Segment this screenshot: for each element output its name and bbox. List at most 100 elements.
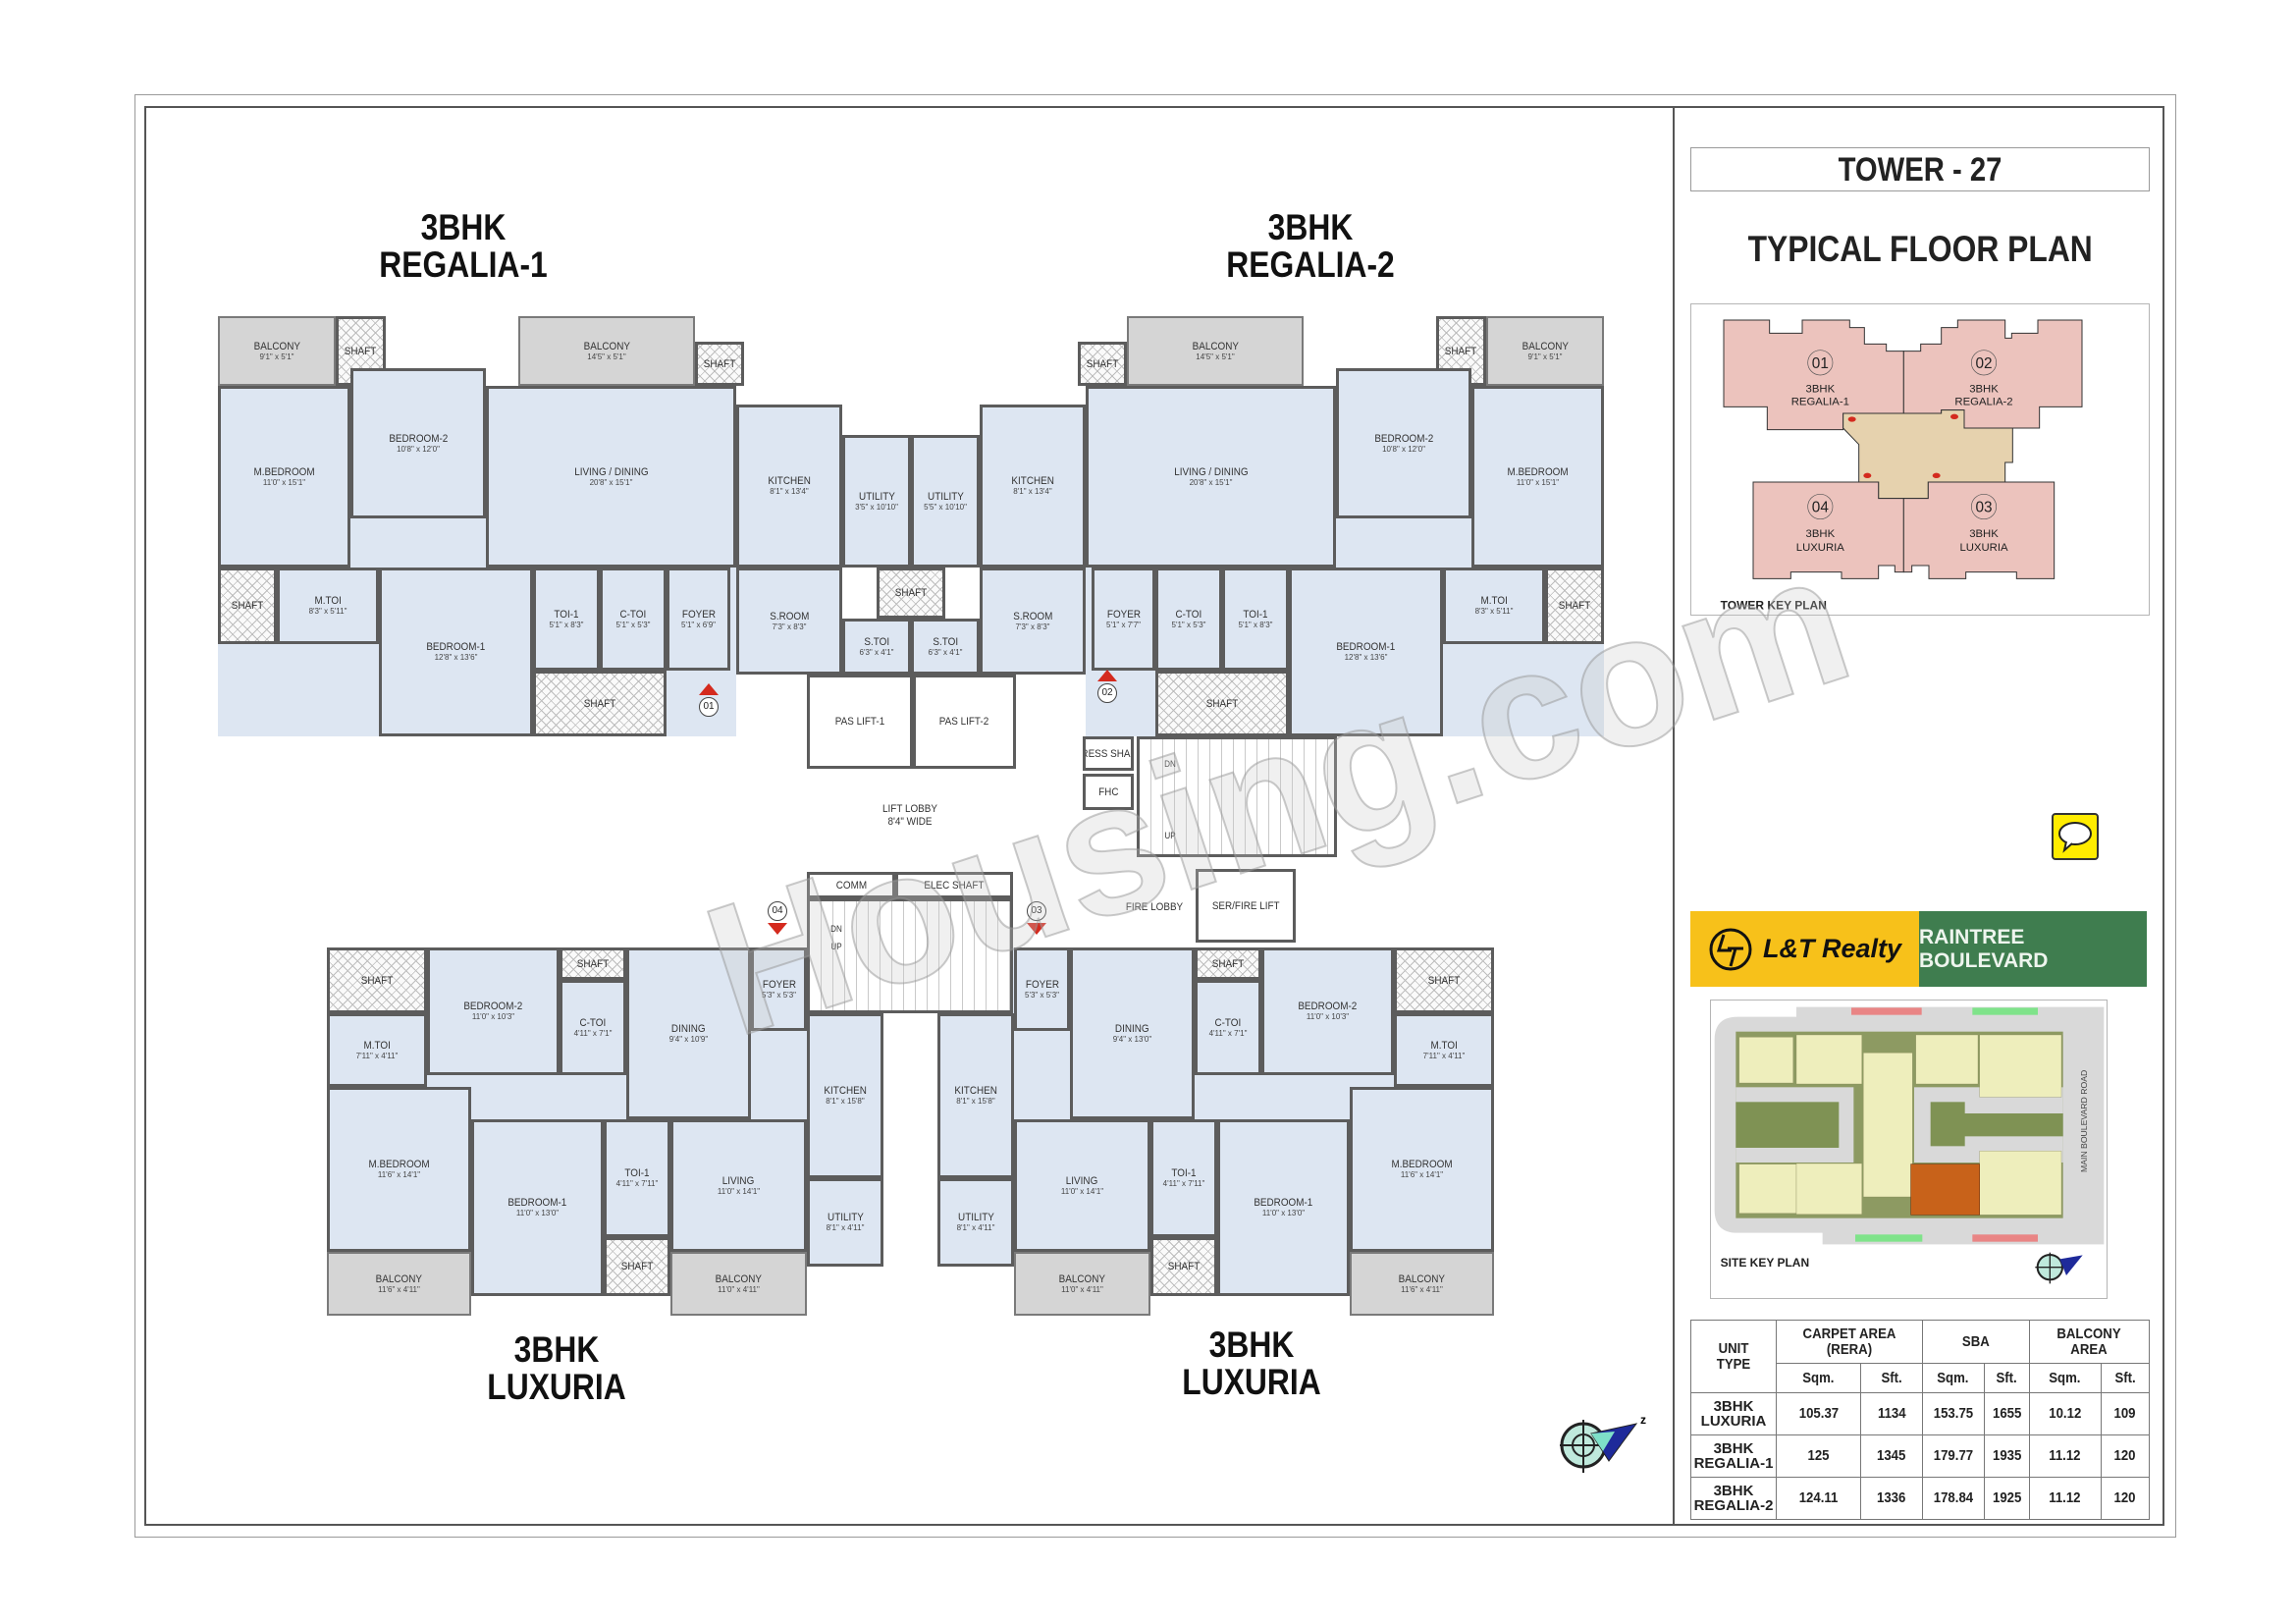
room-dimensions: 12'8" x 13'6" [1344, 653, 1388, 662]
header-carpet-area: CARPET AREA (RERA) [1776, 1320, 1923, 1364]
unit-type-line: REGALIA-2 [1693, 1497, 1774, 1514]
stair-up-label: UP [1164, 831, 1176, 840]
room-label: SHAFT [620, 1261, 654, 1272]
room-dimensions: 8'1" x 15'8" [826, 1097, 865, 1106]
area-value: 11.12 [2049, 1447, 2081, 1464]
sheet-inner-border [144, 106, 2164, 1526]
room-label: BEDROOM-1 [1336, 641, 1396, 653]
room-label: SHAFT [1558, 600, 1591, 612]
room-label: TOI-1 [624, 1167, 650, 1179]
area-value: 1655 [1992, 1405, 2022, 1422]
room-label: LIVING [1066, 1174, 1098, 1187]
room-dimensions: 11'0" x 4'11" [1061, 1284, 1103, 1294]
room-dimensions: 11'0" x 15'1" [1516, 477, 1560, 487]
heading-line: REGALIA-1 [379, 244, 548, 285]
room-dimensions: 11'0" x 10'3" [1306, 1012, 1350, 1021]
heading-line: LUXURIA [487, 1367, 626, 1407]
chat-icon[interactable] [2052, 813, 2099, 860]
room-label: SHAFT [583, 697, 616, 710]
room-label: KITCHEN [954, 1085, 997, 1097]
area-value-cell: 11.12 [2028, 1477, 2102, 1520]
header-sba: SBA [1921, 1320, 2030, 1364]
subheader: Sft. [1983, 1363, 2030, 1393]
area-value: 10.12 [2049, 1405, 2082, 1422]
room-dimensions: 8'3" x 5'11" [308, 607, 347, 616]
room-label: ELEC SHAFT [924, 879, 985, 892]
key-unit-type: 3BHK [1806, 383, 1836, 395]
room-dimensions: 5'3" x 5'3" [762, 990, 796, 1000]
staircase [807, 898, 1013, 1013]
area-value: 179.77 [1933, 1447, 1974, 1464]
room-label: FOYER [1025, 978, 1059, 991]
unit-type-line: 3BHK [1713, 1440, 1754, 1457]
subheader: Sqm. [1776, 1363, 1861, 1393]
subheader: Sqm. [2028, 1363, 2102, 1393]
room-dimensions: 5'3" x 5'3" [1025, 990, 1059, 1000]
panel-divider [1673, 106, 1675, 1526]
room-dimensions: 5'1" x 6'9" [681, 620, 716, 629]
stair-dn-label: DN [830, 924, 842, 934]
room-label: LIVING / DINING [573, 465, 649, 478]
room-dimensions: 7'3" x 8'3" [1015, 622, 1050, 631]
room-dimensions: 8'1" x 4'11" [956, 1223, 995, 1232]
room-label: UTILITY [957, 1212, 994, 1223]
subheader-row: Sqm. Sft. Sqm. Sft. Sqm. Sft. [1691, 1363, 2151, 1393]
lt-logo-icon [1709, 928, 1752, 970]
room-label: BALCONY [1192, 340, 1239, 352]
room-label: BALCONY [375, 1272, 423, 1285]
core-press-shaft: PRESS SHAFT [1083, 736, 1134, 771]
room-dimensions: 4'11" x 7'11" [1162, 1179, 1205, 1188]
room-label: SHAFT [345, 345, 377, 357]
area-value: 125 [1807, 1447, 1830, 1464]
key-unit-03 [1902, 481, 2056, 579]
room-dimensions: 11'0" x 10'3" [471, 1012, 515, 1021]
room-dimensions: 10'8" x 12'0" [397, 444, 440, 454]
room-dimensions: 20'8" x 15'1" [1189, 477, 1233, 487]
room-dimensions: 5'1" x 7'7" [1106, 620, 1141, 629]
room-label: KITCHEN [768, 475, 811, 487]
room-label: S.ROOM [1012, 610, 1053, 622]
entry-number: 03 [1027, 901, 1046, 921]
room-label: BEDROOM-2 [389, 432, 448, 445]
key-unit-num: 01 [1812, 355, 1829, 372]
room-label: SHAFT [1427, 974, 1461, 987]
room-label: COMM [835, 879, 867, 892]
heading-regalia-1: 3BHK REGALIA-1 [337, 209, 590, 284]
area-value-cell: 1345 [1859, 1434, 1923, 1478]
room-dimensions: 4'11" x 7'1" [573, 1028, 613, 1038]
room-dimensions: 11'0" x 14'1" [717, 1186, 761, 1196]
key-unit-type: 3BHK [1806, 528, 1836, 540]
room-label: LIVING / DINING [1173, 465, 1249, 478]
key-unit-num: 03 [1975, 500, 1992, 516]
brand-logo-area: L&T Realty [1690, 911, 1919, 987]
brand-name: L&T Realty [1762, 934, 1902, 963]
room-dimensions: 7'3" x 8'3" [772, 622, 807, 631]
area-value-cell: 1925 [1983, 1477, 2030, 1520]
room-label: SER/FIRE LIFT [1211, 899, 1280, 912]
room-label: SHAFT [894, 587, 928, 599]
room-label: M.BEDROOM [368, 1159, 430, 1170]
room-label: C-TOI [1175, 608, 1202, 621]
room-dimensions: 11'0" x 13'0" [515, 1209, 560, 1217]
